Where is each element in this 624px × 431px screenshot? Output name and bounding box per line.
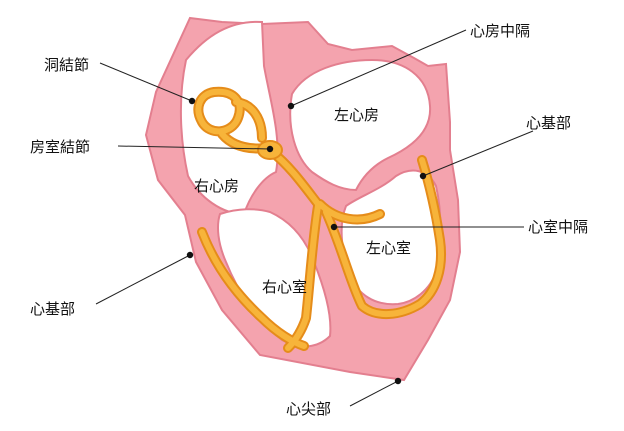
left-bundle-branch	[323, 157, 444, 318]
av-node-label: 房室結節	[30, 138, 90, 156]
base-left-dot	[186, 251, 194, 259]
apex-dot	[394, 377, 402, 385]
base-right-label: 心基部	[526, 114, 571, 132]
base-right-dot	[419, 172, 427, 180]
left-atrium-label: 左心房	[334, 106, 379, 124]
right-bundle-branch	[285, 203, 321, 351]
av-node-dot	[266, 145, 274, 153]
atrial-septum-label: 心房中隔	[470, 22, 530, 40]
left-atrium-chamber	[289, 58, 432, 192]
conduction-system	[193, 86, 446, 353]
right-atrium-label: 右心房	[194, 177, 239, 195]
atrial-septum-leader	[290, 29, 467, 107]
apex-label: 心尖部	[286, 400, 331, 418]
right-ventricle-label: 右心室	[262, 278, 307, 296]
av-node-leader	[117, 145, 271, 150]
ventricular-septum-label: 心室中隔	[528, 218, 588, 236]
base-left-label: 心基部	[30, 300, 75, 318]
base-right-leader	[422, 130, 534, 177]
sa-node-label: 洞結節	[44, 56, 89, 74]
ventricular-septum-dot	[330, 223, 338, 231]
right-purkinje-fiber	[199, 229, 307, 349]
apex-leader	[349, 380, 399, 407]
sa-node-leader	[99, 62, 193, 102]
left-bundle-to-atrium	[317, 201, 383, 223]
atrial-septum-dot	[287, 102, 295, 110]
sa-node-loop	[195, 88, 243, 135]
sa-node-dot	[188, 97, 196, 105]
base-left-leader	[95, 254, 191, 305]
left-ventricle-label: 左心室	[366, 239, 411, 257]
right-atrium-chamber	[179, 20, 279, 216]
internodal-pathway	[233, 99, 265, 141]
